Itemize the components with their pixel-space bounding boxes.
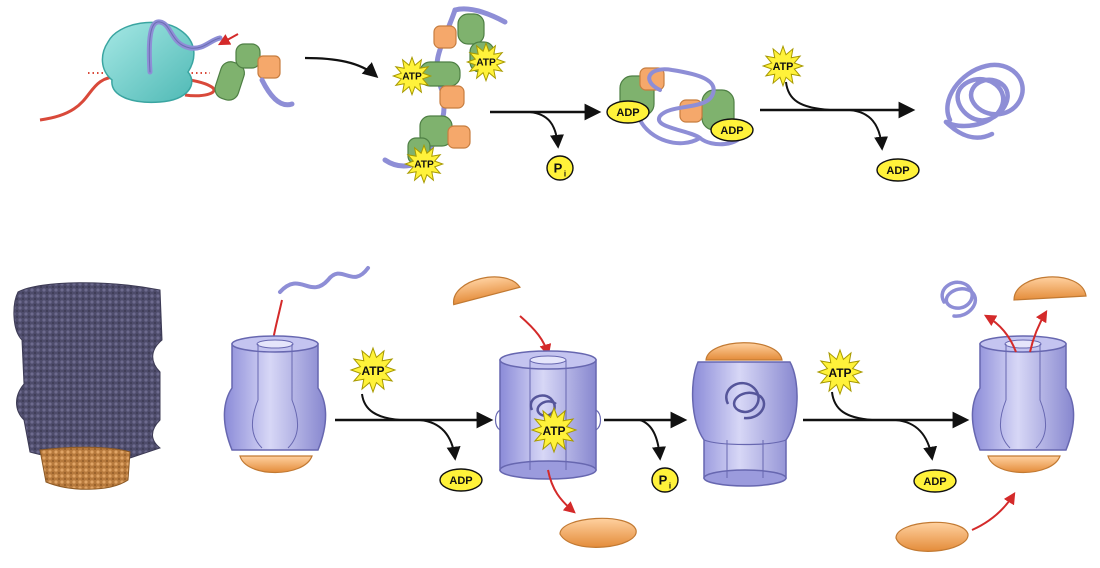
atp-starburst-icon: ATP bbox=[530, 406, 578, 454]
space-filling-model-icon bbox=[13, 282, 163, 490]
chain-tail bbox=[259, 77, 295, 108]
adp-label: ADP bbox=[923, 476, 946, 488]
adp-oval-icon: ADP bbox=[710, 118, 754, 142]
gros-cap-icon bbox=[559, 517, 637, 548]
pi-subscript: i bbox=[564, 170, 566, 179]
unfolded-chain bbox=[278, 266, 370, 294]
pi-label: P bbox=[554, 161, 563, 176]
gros-cap-icon bbox=[239, 455, 313, 473]
adp-oval-icon: ADP bbox=[606, 100, 650, 124]
atp-label: ATP bbox=[476, 58, 496, 69]
atp-starburst-icon: ATP bbox=[761, 44, 805, 88]
atp-label: ATP bbox=[414, 160, 434, 171]
atp-starburst-icon: ATP bbox=[391, 55, 433, 97]
adp-label: ADP bbox=[886, 165, 909, 177]
red-arrow-cap-in bbox=[519, 315, 552, 357]
adp-label: ADP bbox=[720, 125, 743, 137]
hsp70-chaperone-icon bbox=[419, 61, 465, 109]
adp-oval-icon: ADP bbox=[439, 468, 483, 492]
atp-starburst-icon: ATP bbox=[349, 346, 397, 394]
atp-starburst-icon: ATP bbox=[403, 143, 445, 185]
adp-oval-icon: ADP bbox=[913, 469, 957, 493]
arrow-step-1 bbox=[304, 56, 379, 79]
gros-cap-icon bbox=[895, 521, 969, 552]
atp-label: ATP bbox=[828, 366, 851, 380]
folded-protein-icon bbox=[725, 381, 766, 420]
atp-starburst-icon: ATP bbox=[816, 348, 864, 396]
chaperonin-barrel-icon bbox=[971, 335, 1075, 473]
arrow-step-2-branch bbox=[529, 111, 564, 149]
atp-label: ATP bbox=[542, 424, 565, 438]
chaperonin-barrel-icon bbox=[223, 266, 370, 473]
red-arrow-binding bbox=[217, 33, 239, 46]
atp-starburst-icon: ATP bbox=[465, 41, 507, 83]
folded-protein-icon bbox=[940, 280, 978, 318]
atp-label: ATP bbox=[402, 72, 422, 83]
gros-cap-icon bbox=[705, 342, 783, 361]
gros-cap-icon bbox=[987, 455, 1061, 473]
red-arrow-cap-out bbox=[547, 469, 576, 514]
pi-subscript: i bbox=[669, 482, 671, 491]
pi-label: P bbox=[659, 473, 668, 488]
red-arrow-release-cap bbox=[1029, 309, 1048, 353]
red-arrow-cap-return bbox=[971, 491, 1016, 531]
adp-oval-icon: ADP bbox=[876, 158, 920, 182]
adp-label: ADP bbox=[616, 107, 639, 119]
gros-cap-icon bbox=[1013, 276, 1087, 301]
arrow-step-3-atp-in bbox=[785, 81, 831, 111]
red-arrow-release-protein bbox=[983, 314, 1017, 353]
atp-label: ATP bbox=[361, 364, 384, 378]
atp-label: ATP bbox=[773, 61, 794, 73]
gros-cap-icon bbox=[453, 276, 521, 306]
adp-label: ADP bbox=[449, 475, 472, 487]
folded-protein-icon bbox=[943, 62, 1025, 140]
ribosome-translation-group bbox=[39, 19, 295, 122]
chaperonin-barrel-icon bbox=[691, 342, 798, 487]
hsp70-chaperone-icon bbox=[214, 43, 281, 101]
nascent-chain-outline bbox=[148, 21, 221, 73]
arrow-step-3-adp-out bbox=[849, 109, 889, 151]
